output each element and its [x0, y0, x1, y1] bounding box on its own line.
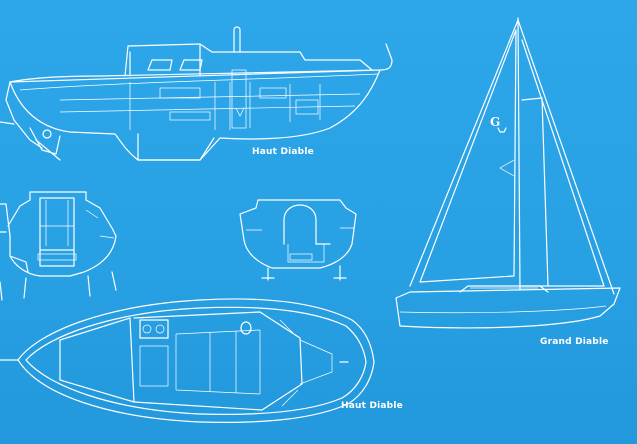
sail-emblem: G — [490, 115, 500, 129]
profile-view — [0, 26, 393, 161]
plan-view-label: Haut Diable — [341, 401, 403, 411]
sail-plan-label: Grand Diable — [540, 337, 609, 347]
plan-view — [0, 298, 375, 423]
profile-view-label: Haut Diable — [252, 147, 314, 157]
section-view-2 — [239, 199, 357, 281]
section-view-1 — [0, 191, 117, 301]
sail-plan-view: G — [395, 17, 621, 329]
